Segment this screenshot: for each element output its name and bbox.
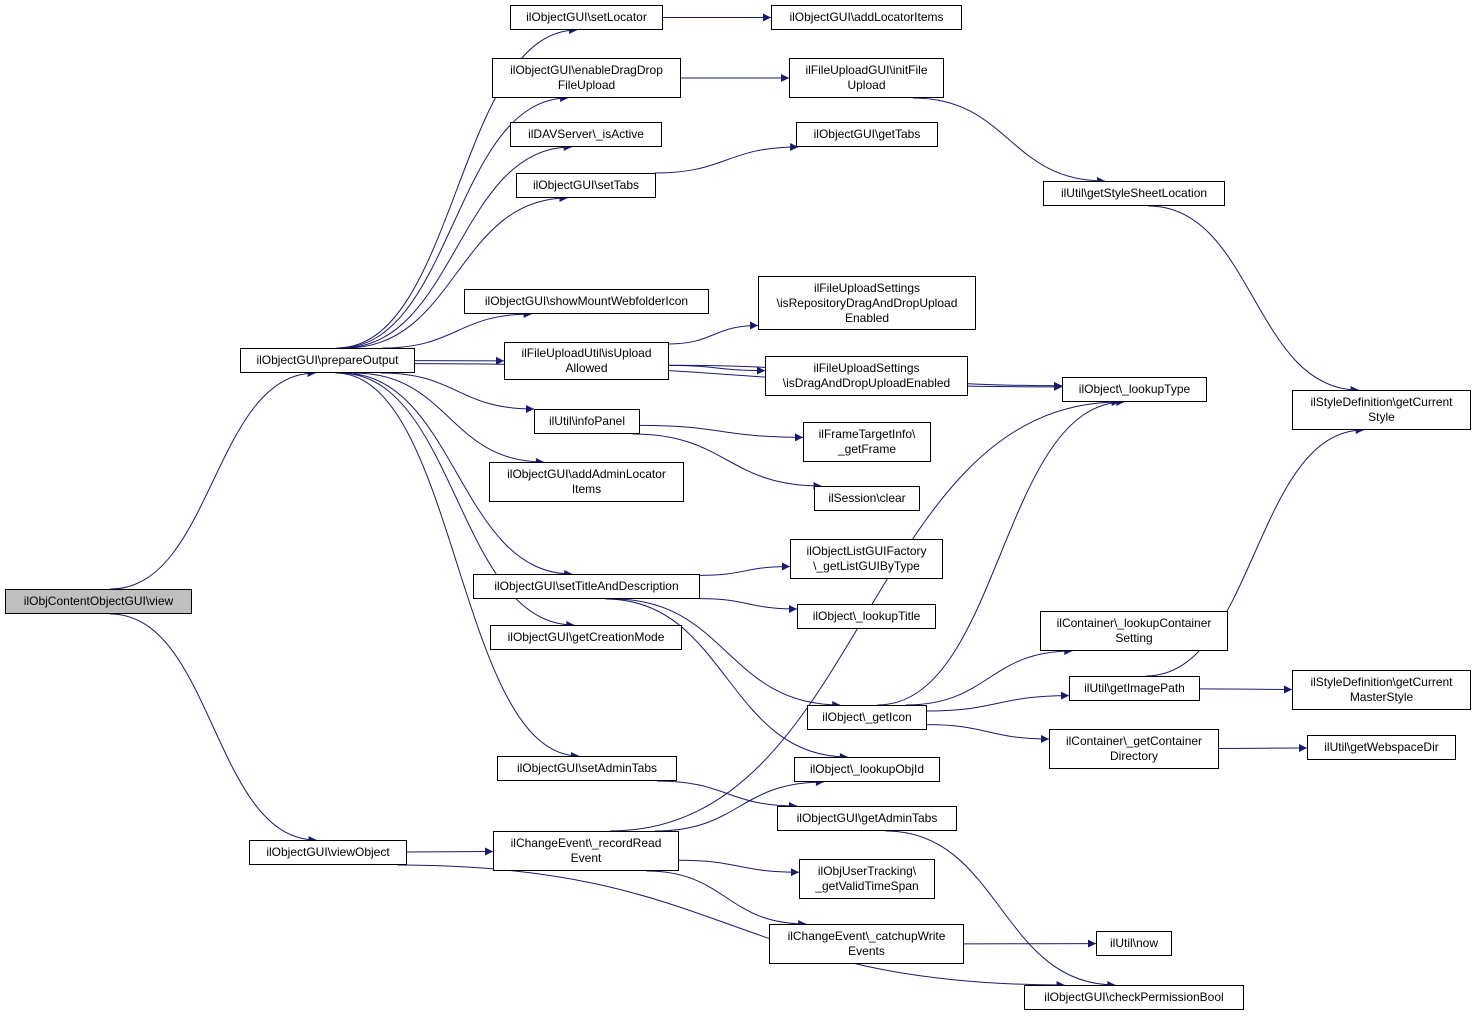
edge-getIcon-to-lookupContainerSetting — [905, 647, 1073, 706]
node-initFileUpload[interactable]: ilFileUploadGUI\initFile Upload — [789, 58, 944, 98]
node-addAdminLocatorItems[interactable]: ilObjectGUI\addAdminLocator Items — [489, 462, 684, 502]
node-isRepoDnD[interactable]: ilFileUploadSettings \isRepositoryDragAn… — [758, 276, 976, 330]
node-getCreationMode[interactable]: ilObjectGUI\getCreationMode — [490, 625, 682, 650]
edge-view-to-viewObject — [109, 613, 317, 844]
edge-setTitleAndDescription-to-getListGUIByType — [699, 562, 791, 576]
edge-viewObject-to-recordReadEvent — [406, 847, 494, 856]
edge-getImagePath-to-getCurrentMasterStyle — [1199, 685, 1293, 694]
node-addLocatorItems[interactable]: ilObjectGUI\addLocatorItems — [771, 5, 962, 30]
node-setTabs[interactable]: ilObjectGUI\setTabs — [516, 173, 656, 198]
edge-prepareOutput-to-infoPanel — [380, 372, 535, 414]
node-showMountWebfolderIcon[interactable]: ilObjectGUI\showMountWebfolderIcon — [464, 289, 709, 314]
edge-getAdminTabs-to-checkPermissionBool — [885, 830, 1116, 989]
node-setLocator[interactable]: ilObjectGUI\setLocator — [510, 5, 663, 30]
edge-getIcon-to-lookupType — [877, 398, 1125, 706]
edge-getImagePath-to-getCurrentStyle — [1145, 426, 1364, 677]
node-getAdminTabs[interactable]: ilObjectGUI\getAdminTabs — [777, 806, 957, 831]
edge-setTitleAndDescription-to-lookupObjId — [605, 598, 848, 761]
node-utilNow[interactable]: ilUtil\now — [1096, 931, 1172, 956]
node-lookupTitle[interactable]: ilObject\_lookupTitle — [797, 604, 936, 629]
node-isUploadAllowed[interactable]: ilFileUploadUtil\isUpload Allowed — [504, 342, 669, 380]
edge-getIcon-to-getImagePath — [926, 691, 1070, 712]
edge-prepareOutput-to-setAdminTabs — [335, 372, 580, 760]
node-davIsActive[interactable]: ilDAVServer\_isActive — [510, 122, 662, 147]
edge-recordReadEvent-to-catchupWriteEvents — [646, 870, 807, 928]
node-getValidTimeSpan[interactable]: ilObjUserTracking\ _getValidTimeSpan — [799, 859, 935, 899]
edge-initFileUpload-to-getStyleSheetLocation — [912, 97, 1106, 185]
edge-setTabs-to-getTabs — [654, 143, 799, 174]
edge-prepareOutput-to-addAdminLocatorItems — [354, 372, 544, 466]
edge-recordReadEvent-to-lookupObjId — [654, 778, 824, 832]
edge-prepareOutput-to-setTitleAndDescription — [341, 372, 573, 578]
edge-infoPanel-to-getFrame — [639, 424, 804, 442]
edge-isUploadAllowed-to-isRepoDnD — [668, 321, 759, 345]
node-viewObject[interactable]: ilObjectGUI\viewObject — [249, 840, 407, 865]
edge-setTitleAndDescription-to-lookupTitle — [699, 598, 798, 614]
node-isDnDEnabled[interactable]: ilFileUploadSettings \isDragAndDropUploa… — [765, 356, 968, 396]
node-recordReadEvent[interactable]: ilChangeEvent\_recordRead Event — [493, 831, 679, 871]
node-setAdminTabs[interactable]: ilObjectGUI\setAdminTabs — [497, 756, 677, 781]
edge-infoPanel-to-sessionClear — [632, 433, 822, 490]
node-catchupWriteEvents[interactable]: ilChangeEvent\_catchupWrite Events — [769, 924, 964, 964]
node-lookupType[interactable]: ilObject\_lookupType — [1062, 377, 1207, 402]
node-checkPermissionBool[interactable]: ilObjectGUI\checkPermissionBool — [1024, 985, 1244, 1010]
node-getTabs[interactable]: ilObjectGUI\getTabs — [796, 122, 938, 147]
edge-viewObject-to-checkPermissionBool — [397, 864, 1065, 989]
node-setTitleAndDescription[interactable]: ilObjectGUI\setTitleAndDescription — [473, 574, 700, 599]
node-getIcon[interactable]: ilObject\_getIcon — [807, 705, 927, 730]
edge-prepareOutput-to-setLocator — [336, 26, 578, 349]
edge-prepareOutput-to-showMountWebfolderIcon — [382, 310, 532, 349]
node-prepareOutput[interactable]: ilObjectGUI\prepareOutput — [240, 348, 415, 373]
node-getWebspaceDir[interactable]: ilUtil\getWebspaceDir — [1307, 735, 1456, 760]
node-view: ilObjContentObjectGUI\view — [5, 589, 192, 614]
node-getCurrentMasterStyle[interactable]: ilStyleDefinition\getCurrent MasterStyle — [1292, 670, 1471, 710]
edge-prepareOutput-to-getCreationMode — [339, 372, 575, 629]
node-getStyleSheetLocation[interactable]: ilUtil\getStyleSheetLocation — [1043, 181, 1225, 206]
node-enableDragDrop[interactable]: ilObjectGUI\enableDragDrop FileUpload — [492, 58, 681, 98]
node-infoPanel[interactable]: ilUtil\infoPanel — [534, 409, 640, 434]
node-getCurrentStyle[interactable]: ilStyleDefinition\getCurrent Style — [1292, 390, 1471, 430]
edge-recordReadEvent-to-getValidTimeSpan — [678, 859, 800, 877]
edge-setTitleAndDescription-to-getIcon — [613, 598, 841, 709]
edge-prepareOutput-to-setTabs — [345, 194, 568, 349]
node-getImagePath[interactable]: ilUtil\getImagePath — [1069, 676, 1200, 701]
edge-getStyleSheetLocation-to-getCurrentStyle — [1148, 205, 1359, 394]
edge-getIcon-to-getContainerDirectory — [926, 724, 1050, 743]
edge-prepareOutput-to-enableDragDrop — [338, 94, 569, 349]
node-lookupObjId[interactable]: ilObject\_lookupObjId — [794, 757, 940, 782]
node-lookupContainerSetting[interactable]: ilContainer\_lookupContainer Setting — [1040, 611, 1228, 651]
edge-prepareOutput-to-davIsActive — [341, 143, 572, 349]
node-getListGUIByType[interactable]: ilObjectListGUIFactory \_getListGUIByTyp… — [790, 539, 943, 579]
node-sessionClear[interactable]: ilSession\clear — [814, 486, 920, 511]
node-getContainerDirectory[interactable]: ilContainer\_getContainer Directory — [1049, 729, 1219, 769]
edge-view-to-prepareOutput — [110, 369, 316, 590]
edge-getContainerDirectory-to-getWebspaceDir — [1218, 743, 1308, 752]
node-getFrame[interactable]: ilFrameTargetInfo\ _getFrame — [803, 422, 931, 462]
